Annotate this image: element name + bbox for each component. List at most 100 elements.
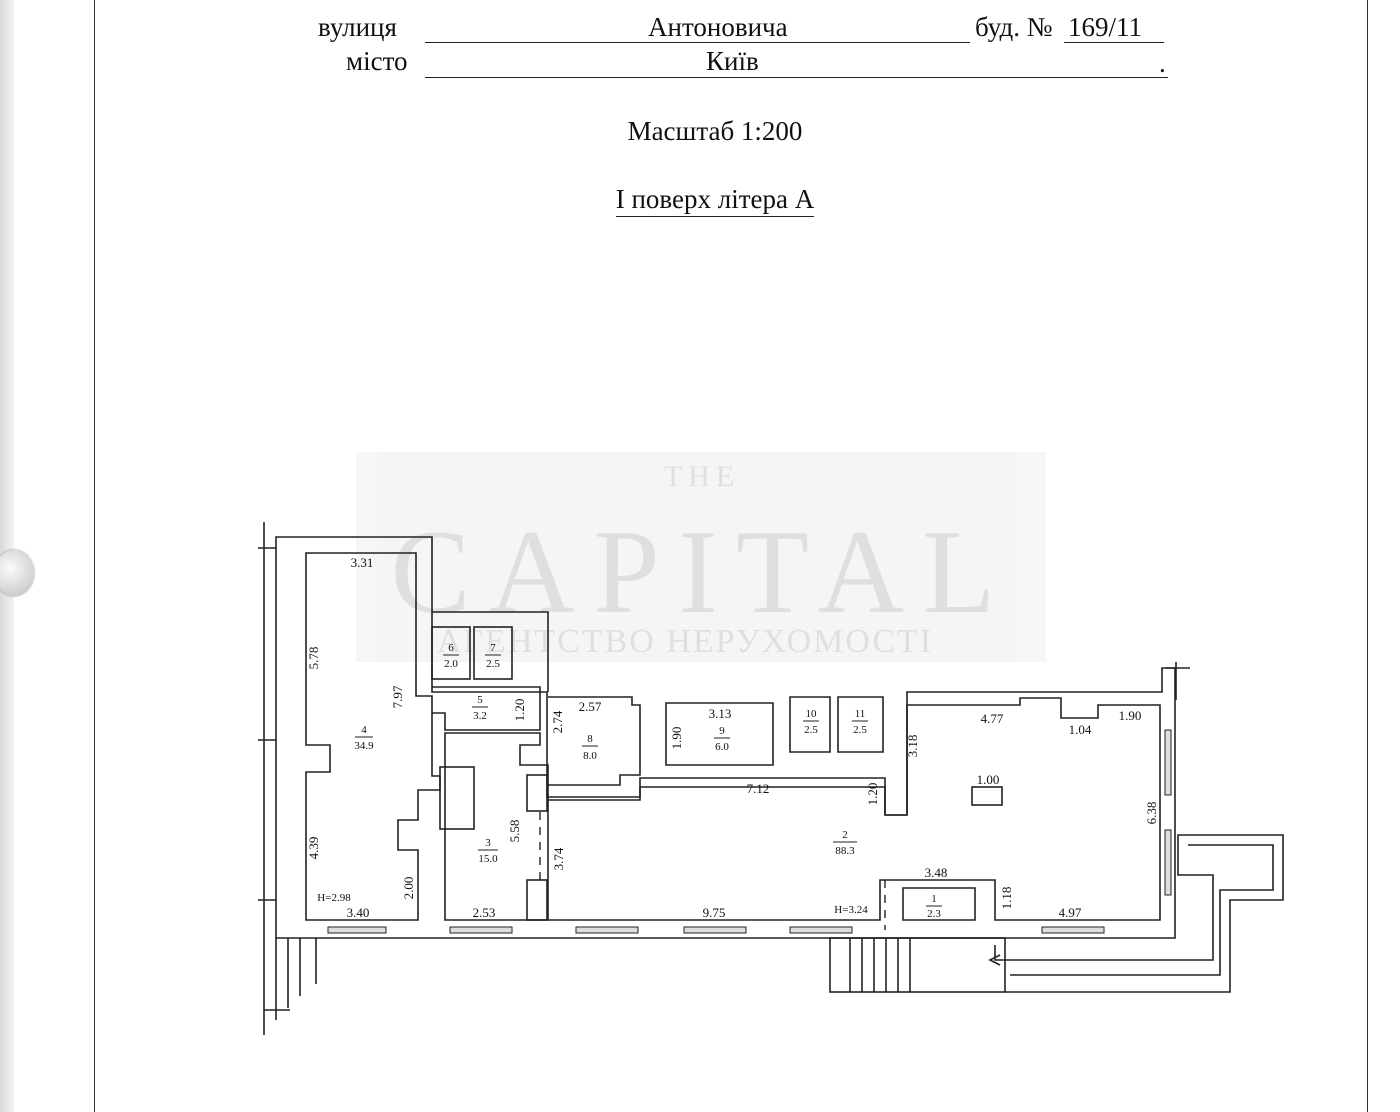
room-4-walls: [305, 552, 441, 921]
street-value: Антоновича: [648, 12, 788, 42]
dim-3-13: 3.13: [709, 706, 732, 721]
block-top-wall: [432, 611, 549, 692]
svg-text:6.0: 6.0: [715, 741, 729, 753]
dim-2-74: 2.74: [550, 710, 565, 733]
room-6-walls: [431, 626, 471, 680]
dimension-labels: 3.31 5.78 7.97 4.39 2.00 3.40 1.20 2.74 …: [306, 555, 1159, 920]
left-axis-lines: [258, 522, 276, 938]
room-8-walls: [548, 696, 641, 786]
svg-text:5: 5: [477, 694, 483, 706]
height-room-2: H=3.24: [834, 904, 868, 916]
building-underline: [1064, 42, 1164, 43]
svg-text:8.0: 8.0: [583, 750, 597, 762]
room-9-label: 96.0: [714, 725, 730, 753]
svg-text:4: 4: [361, 724, 367, 736]
punch-hole: [0, 550, 34, 596]
dim-2-57: 2.57: [579, 699, 602, 714]
building-label: буд. №: [975, 12, 1053, 42]
svg-text:8: 8: [587, 733, 593, 745]
hall-column: [971, 786, 1003, 806]
stair-block: [439, 766, 475, 830]
room-5-walls: [432, 686, 541, 731]
room-10-label: 102.5: [803, 708, 819, 736]
svg-text:2.5: 2.5: [853, 724, 867, 736]
dim-3-31: 3.31: [351, 555, 374, 570]
dim-1-20-b: 1.20: [865, 783, 880, 806]
windows: [327, 729, 1172, 934]
room-7-walls: [473, 626, 513, 680]
dim-5-58: 5.58: [507, 820, 522, 843]
column-bottom: [526, 879, 548, 921]
svg-text:2: 2: [842, 829, 848, 841]
dim-2-00: 2.00: [401, 877, 416, 900]
street-label: вулиця: [318, 12, 397, 42]
dim-7-12: 7.12: [747, 781, 770, 796]
dim-1-00: 1.00: [977, 772, 1000, 787]
svg-text:88.3: 88.3: [835, 845, 855, 857]
room-9-walls: [665, 702, 774, 766]
window-8: [1164, 829, 1172, 896]
room-4-label: 434.9: [354, 724, 374, 752]
dim-1-18: 1.18: [999, 887, 1014, 910]
room-2-walls: [548, 697, 1161, 921]
dim-1-04: 1.04: [1069, 722, 1092, 737]
watermark: THE CAPITAL АГЕНТСТВО НЕРУХОМОСТІ: [356, 452, 1046, 662]
dim-4-39: 4.39: [306, 837, 321, 860]
svg-text:11: 11: [855, 708, 866, 720]
stairs-outer: [829, 937, 1006, 993]
window-7: [1164, 729, 1172, 796]
svg-text:9: 9: [719, 725, 725, 737]
window-6: [1041, 926, 1105, 934]
frame-left-border: [94, 0, 95, 1112]
right-axis-lines: [1166, 662, 1190, 700]
room-8-label: 88.0: [582, 733, 598, 762]
svg-text:15.0: 15.0: [478, 853, 498, 865]
window-3: [575, 926, 639, 934]
svg-text:2.5: 2.5: [486, 658, 500, 670]
dim-3-48: 3.48: [925, 865, 948, 880]
city-end-mark: .: [1159, 48, 1166, 78]
city-underline: [425, 77, 1168, 78]
floor-title: І поверх літера А: [615, 184, 815, 217]
ramp-right: [994, 834, 1284, 993]
dim-2-53: 2.53: [473, 905, 496, 920]
room-7-label: 72.5: [485, 642, 501, 670]
svg-text:2.0: 2.0: [444, 658, 458, 670]
room-3-label: 315.0: [478, 837, 498, 865]
column-left: [526, 774, 548, 812]
window-4: [683, 926, 747, 934]
room-6-label: 62.0: [443, 642, 459, 670]
dim-9-75: 9.75: [703, 905, 726, 920]
room-11-label: 112.5: [852, 708, 868, 736]
window-1: [327, 926, 387, 934]
left-steps: [263, 938, 317, 1035]
building-value: 169/11: [1068, 12, 1142, 42]
dim-6-38: 6.38: [1144, 802, 1159, 825]
watermark-top: THE: [664, 460, 740, 493]
city-value: Київ: [706, 46, 759, 76]
stairs-steps: [849, 938, 911, 992]
room-labels: 434.9 62.0 72.5 53.2 88.0 96.0 102.5 112…: [354, 642, 942, 920]
svg-text:3.2: 3.2: [473, 710, 487, 722]
svg-text:10: 10: [806, 708, 818, 720]
dim-5-78: 5.78: [306, 647, 321, 670]
dim-3-40: 3.40: [347, 905, 370, 920]
street-underline: [425, 42, 970, 43]
dim-4-77: 4.77: [981, 711, 1004, 726]
window-5: [789, 926, 853, 934]
room-3-walls: [444, 732, 549, 921]
dim-1-20-a: 1.20: [512, 699, 527, 722]
city-label: місто: [346, 46, 408, 76]
room-5-label: 53.2: [472, 694, 488, 722]
dim-7-97: 7.97: [390, 685, 405, 708]
walls: [258, 522, 1284, 1035]
scale-label: Масштаб 1:200: [627, 116, 803, 146]
svg-text:6: 6: [448, 642, 454, 654]
svg-text:7: 7: [490, 642, 496, 654]
svg-text:2.3: 2.3: [927, 908, 941, 920]
frame-right-border: [1367, 0, 1368, 1112]
dim-3-18: 3.18: [905, 735, 920, 758]
watermark-sub: АГЕНТСТВО НЕРУХОМОСТІ: [437, 623, 933, 660]
dim-4-97: 4.97: [1059, 905, 1082, 920]
